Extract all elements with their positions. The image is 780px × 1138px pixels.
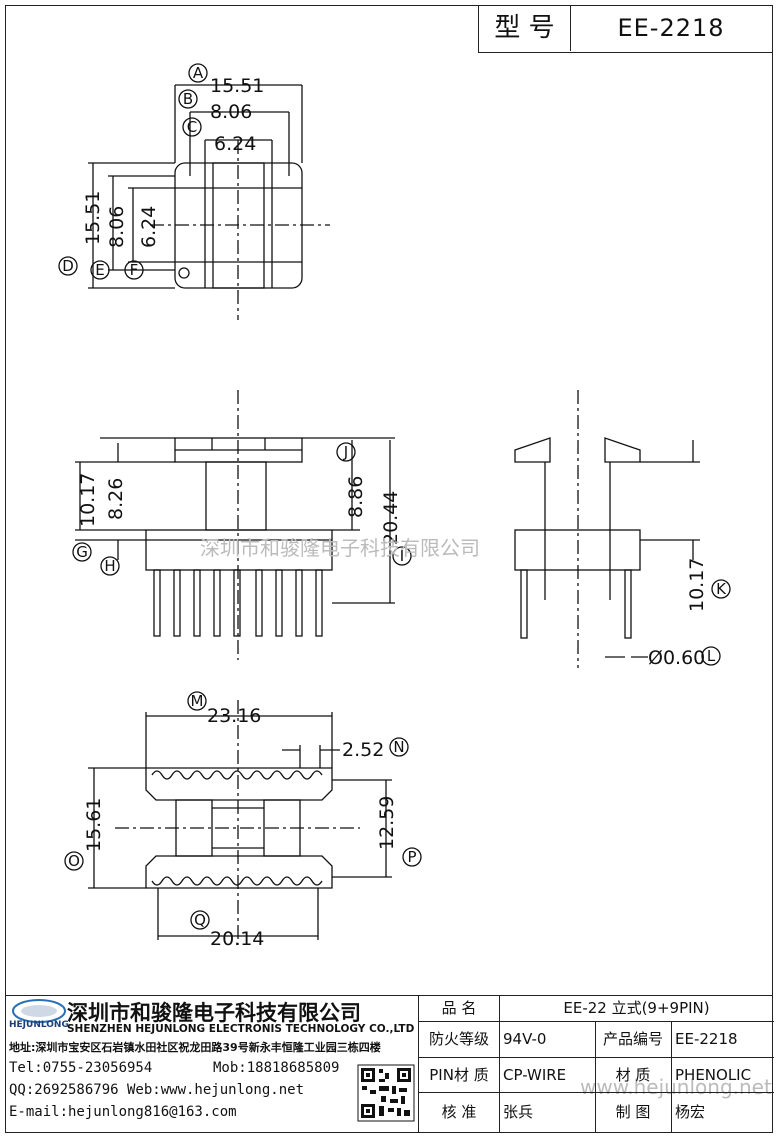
callout-h: H — [104, 557, 115, 575]
hejunlong-logo-icon — [12, 999, 66, 1023]
fire-rating-value: 94V-0 — [503, 1030, 547, 1048]
dim-n-text: 2.52 — [342, 739, 384, 761]
callout-l: L — [707, 647, 716, 665]
company-qq-web: QQ:2692586796 Web:www.hejunlong.net — [9, 1082, 305, 1098]
callout-a: A — [193, 64, 204, 82]
dim-b-text: 8.06 — [210, 101, 252, 123]
company-email: E-mail:hejunlong816@163.com — [9, 1104, 237, 1120]
dim-front-body-text: 8.26 — [105, 478, 127, 520]
callout-o: O — [68, 852, 80, 870]
callout-f: F — [130, 261, 139, 279]
title-block: HEJUNLONG 深圳市和骏隆电子科技有限公司 SHENZHEN HEJUNL… — [5, 995, 774, 1133]
drawing-frame — [5, 5, 773, 1133]
callout-e: E — [95, 261, 104, 279]
dim-o-text: 15.61 — [83, 798, 105, 852]
qr-code-icon — [357, 1064, 415, 1122]
product-name-label: 品 名 — [441, 999, 477, 1017]
callout-p: P — [407, 848, 416, 866]
dim-j-text: 8.86 — [345, 476, 367, 518]
dim-k-text: 10.17 — [686, 558, 708, 612]
approver-value: 张兵 — [503, 1103, 534, 1121]
product-code-label: 产品编号 — [602, 1030, 663, 1048]
logo-text: HEJUNLONG — [9, 1020, 69, 1030]
dim-i-text: 20.44 — [380, 491, 402, 545]
model-header: 型 号 EE-2218 — [478, 5, 773, 53]
pin-material-label: PIN材 质 — [429, 1066, 489, 1084]
callout-b: B — [183, 90, 193, 108]
dim-e-text: 8.06 — [106, 206, 128, 248]
product-name-value: EE-22 立式(9+9PIN) — [563, 999, 710, 1017]
callout-g: G — [76, 543, 88, 561]
approver-label: 核 准 — [441, 1103, 477, 1121]
pin-material-value: CP-WIRE — [503, 1066, 567, 1084]
callout-k: K — [716, 580, 727, 598]
watermark-company: 深圳市和骏隆电子科技有限公司 — [200, 536, 480, 560]
dim-l-text: Ø0.60 — [648, 647, 705, 669]
model-value: EE-2218 — [617, 14, 725, 42]
callout-i: I — [400, 547, 404, 565]
callout-d: D — [62, 257, 74, 275]
callout-n: N — [393, 738, 404, 756]
company-name-cn: 深圳市和骏隆电子科技有限公司 — [67, 1001, 361, 1025]
dim-f-text: 6.24 — [138, 206, 160, 248]
company-tel: Tel:0755-23056954 — [9, 1060, 153, 1076]
material-label: 材 质 — [615, 1066, 651, 1084]
callout-q: Q — [194, 911, 206, 929]
dim-a-text: 15.51 — [210, 75, 264, 97]
product-code-value: EE-2218 — [675, 1030, 738, 1048]
fire-rating-label: 防火等级 — [428, 1030, 489, 1048]
callout-j: J — [343, 443, 348, 461]
company-mob: Mob:18818685809 — [213, 1060, 340, 1076]
callout-m: M — [191, 692, 204, 710]
pin1-marker-icon — [178, 267, 190, 279]
dim-front-height-text: 10.17 — [77, 473, 99, 527]
drafter-value: 杨宏 — [675, 1103, 706, 1121]
model-label: 型 号 — [479, 5, 571, 51]
dim-p-text: 12.59 — [376, 796, 398, 850]
company-address: 地址:深圳市宝安区石岩镇水田社区祝龙田路39号新永丰恒隆工业园三栋四楼 — [9, 1041, 381, 1054]
callout-c: C — [187, 118, 197, 136]
drafter-label: 制 图 — [615, 1103, 651, 1121]
dim-d-text: 15.51 — [82, 191, 104, 245]
dim-c-text: 6.24 — [214, 133, 256, 155]
front-view-pins — [153, 569, 323, 637]
material-value: PHENOLIC — [675, 1066, 752, 1084]
dim-m-text: 23.16 — [207, 705, 261, 727]
watermark-url: www.hejunlong.net — [580, 1075, 772, 1099]
spec-table: 品 名 EE-22 立式(9+9PIN) 防火等级 94V-0 产品编号 EE-… — [418, 996, 774, 1132]
dim-q-text: 20.14 — [210, 928, 264, 950]
company-name-en: SHENZHEN HEJUNLONG ELECTRONIS TECHNOLOGY… — [67, 1023, 415, 1035]
